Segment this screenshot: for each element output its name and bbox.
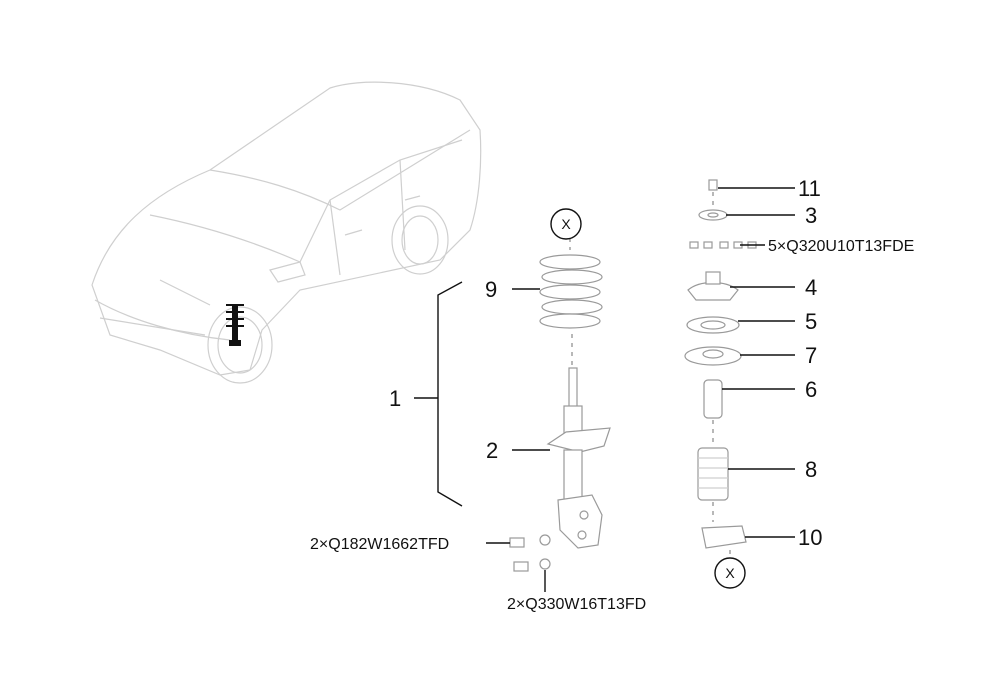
- assembly-bracket: [437, 281, 463, 507]
- callout-8: 8: [805, 457, 817, 482]
- callout-11: 11: [798, 176, 821, 201]
- shock-absorber-strut: [546, 367, 611, 549]
- svg-text:X: X: [561, 216, 571, 232]
- callout-7: 7: [805, 343, 817, 368]
- spring-seat-part: [684, 346, 742, 366]
- part-number-nuts-top: 5×Q320U10T13FDE: [768, 238, 914, 255]
- callout-1: 1: [389, 386, 401, 411]
- part-number-nuts-bottom: 2×Q330W16T13FD: [507, 596, 646, 613]
- mounting-bolts: [509, 534, 551, 572]
- callout-4: 4: [805, 275, 817, 300]
- reference-mark-bottom: X: [714, 557, 746, 589]
- coil-spring: [539, 254, 603, 329]
- svg-text:X: X: [725, 565, 735, 581]
- callout-6: 6: [805, 377, 817, 402]
- callout-3: 3: [805, 203, 817, 228]
- bump-stop-nut-part: [708, 179, 718, 191]
- part-number-bolts: 2×Q182W1662TFD: [310, 536, 449, 553]
- strut-mount-part: [687, 271, 739, 301]
- dust-boot-part: [697, 447, 729, 501]
- callout-5: 5: [805, 309, 817, 334]
- callout-9: 9: [485, 277, 497, 302]
- lower-insulator-part: [701, 525, 747, 549]
- bearing-part: [686, 316, 740, 334]
- callout-2: 2: [486, 438, 498, 463]
- reference-mark-top: X: [550, 208, 582, 240]
- highlighted-strut-icon: [226, 304, 244, 346]
- leader-lines: [486, 187, 795, 592]
- vehicle-illustration: [91, 81, 482, 384]
- bump-stop-part: [703, 379, 723, 419]
- callout-10: 10: [798, 525, 822, 550]
- washer-part: [698, 209, 728, 221]
